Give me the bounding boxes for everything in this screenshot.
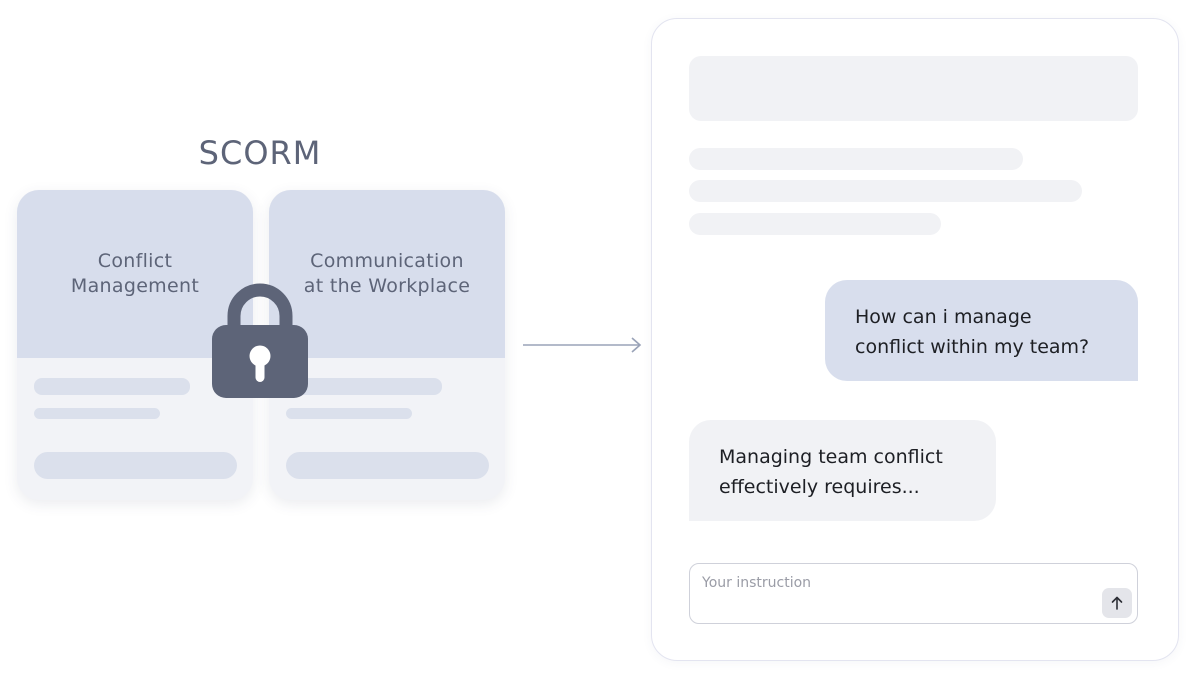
skeleton-line — [34, 378, 190, 395]
skeleton-line — [286, 378, 442, 395]
assistant-message-bubble: Managing team conflict effectively requi… — [689, 420, 996, 521]
course-card-communication: Communication at the Workplace — [269, 190, 505, 500]
lock-icon — [212, 283, 308, 398]
scorm-title: SCORM — [198, 134, 322, 172]
instruction-input-box — [689, 563, 1138, 624]
placeholder-line — [689, 148, 1023, 170]
course-card-title: Conflict Management — [70, 250, 200, 297]
placeholder-banner — [689, 56, 1138, 121]
course-card-header: Communication at the Workplace — [269, 190, 505, 358]
send-button[interactable] — [1102, 588, 1132, 618]
chat-panel: How can i manage conflict within my team… — [651, 18, 1179, 661]
placeholder-line — [689, 213, 941, 235]
placeholder-line — [689, 180, 1082, 202]
user-message-bubble: How can i manage conflict within my team… — [825, 280, 1138, 381]
skeleton-line — [34, 408, 160, 419]
skeleton-line — [286, 408, 412, 419]
course-card-title: Communication at the Workplace — [303, 250, 471, 297]
arrow-up-icon — [1111, 596, 1123, 610]
course-card-conflict-management: Conflict Management — [17, 190, 253, 500]
instruction-input[interactable] — [702, 572, 1082, 594]
course-card-header: Conflict Management — [17, 190, 253, 358]
skeleton-button — [34, 452, 237, 479]
skeleton-button — [286, 452, 489, 479]
arrow-right-icon — [523, 337, 642, 353]
